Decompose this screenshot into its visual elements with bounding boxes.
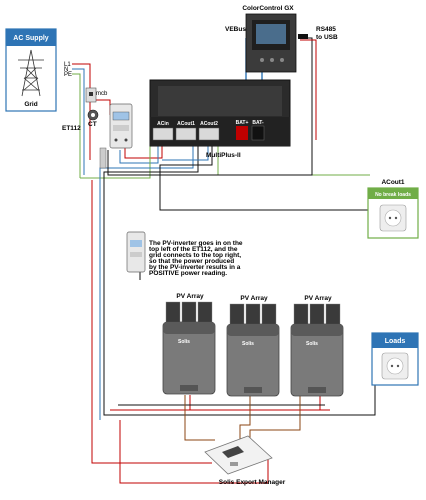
pv-array-label-2: PV Array	[240, 295, 268, 302]
wire-rs485-red	[300, 39, 317, 140]
multiplus-label: MultiPlus-II	[206, 152, 241, 159]
wire-meter-acin-l	[124, 143, 163, 159]
pv-group-2: PV Array Solis	[226, 295, 280, 397]
mcb-label: mcb	[96, 91, 108, 97]
ct-label: CT	[88, 121, 97, 128]
solar-panel-icon	[229, 303, 277, 327]
pv-group-3: PV Array Solis	[290, 295, 344, 397]
acout1-label: ACout1	[177, 121, 195, 127]
pv-group-1: PV Array Solis	[162, 293, 216, 395]
acout1-box: ACout1 No break loads	[367, 179, 419, 239]
ac-supply-box: AC Supply Grid	[5, 28, 57, 112]
solar-panel-icon	[165, 301, 213, 325]
colorcontrol-title: ColorControl GX	[242, 5, 294, 12]
wire-pe	[72, 73, 81, 178]
note-line-2: top left of the ET112, and the	[149, 246, 238, 253]
bat-minus-label: BAT-	[252, 120, 264, 126]
current-transformer-icon	[87, 109, 99, 121]
wire-l1	[72, 63, 91, 160]
wire-acout1-b	[162, 143, 209, 161]
bat-minus-terminal	[251, 125, 265, 141]
note-line-6: POSITIVE power reading.	[149, 270, 227, 277]
wire-acout2-black	[103, 143, 376, 416]
solis-label-1: Solis	[178, 339, 190, 345]
terminal-block	[99, 147, 107, 169]
acout1-box-subtitle: No break loads	[375, 192, 411, 198]
loads-box-title: Loads	[385, 338, 406, 345]
et112-meter	[109, 103, 133, 149]
multiplus-vent-grid	[158, 86, 282, 116]
acout1-box-title: ACout1	[381, 179, 404, 186]
usb-connector	[298, 34, 308, 39]
line-label-l1: L1	[64, 62, 71, 68]
note-line-1: The PV-inverter goes in on the	[149, 240, 243, 247]
loads-socket-icon	[381, 352, 409, 380]
solar-panel-icon	[293, 303, 341, 327]
wire-em-3	[239, 395, 251, 440]
line-label-pe: PE	[64, 72, 72, 78]
multiplus-inverter: ACin ACout1 ACout2 BAT+ BAT-	[149, 79, 291, 147]
colorcontrol-screen	[256, 24, 286, 44]
wire-pe-acin	[80, 143, 151, 179]
note-line-3: grid connects to the top right,	[149, 252, 241, 259]
line-label-n: N	[64, 67, 68, 73]
solis-label-3: Solis	[306, 341, 318, 347]
pv-array-label-1: PV Array	[176, 293, 204, 300]
ac-supply-title: AC Supply	[13, 35, 48, 42]
power-pylon-icon	[18, 49, 44, 97]
ac-supply-caption: Grid	[24, 101, 37, 108]
bat-plus-terminal	[236, 126, 248, 140]
wiring	[72, 37, 378, 484]
solis-export-manager	[204, 435, 273, 475]
colorcontrol-device	[245, 13, 297, 73]
wire-l-long	[91, 180, 212, 464]
acin-label: ACin	[157, 121, 169, 127]
acout1-terminal	[175, 127, 197, 141]
rs485-label: RS485	[316, 26, 336, 33]
rs485-usb-label: to USB	[316, 34, 338, 41]
wire-acout2-blue	[99, 143, 194, 420]
wire-em-2	[249, 395, 301, 440]
note-meter	[126, 231, 146, 273]
wire-acout1	[159, 143, 378, 211]
wire-n	[72, 68, 85, 175]
bat-plus-label: BAT+	[236, 120, 249, 126]
note-line-4: so that the power produced	[149, 258, 234, 265]
note-line-5: by the PV-inverter results in a	[149, 264, 241, 271]
mcb-breaker	[85, 87, 97, 103]
loads-box: Loads	[371, 332, 419, 386]
socket-icon	[379, 204, 407, 232]
wire-em-1	[184, 395, 215, 441]
vebus-label: VEBus	[225, 26, 246, 33]
meter-label: ET112	[62, 125, 81, 132]
wire-acout1-g	[217, 143, 370, 176]
export-manager-label: Solis Export Manager	[219, 479, 286, 486]
solis-label-2: Solis	[242, 341, 254, 347]
pv-array-label-3: PV Array	[304, 295, 332, 302]
wire-meter-acin-n	[119, 143, 159, 164]
acin-terminal	[152, 127, 174, 141]
acout2-terminal	[198, 127, 220, 141]
acout2-label: ACout2	[200, 121, 218, 127]
